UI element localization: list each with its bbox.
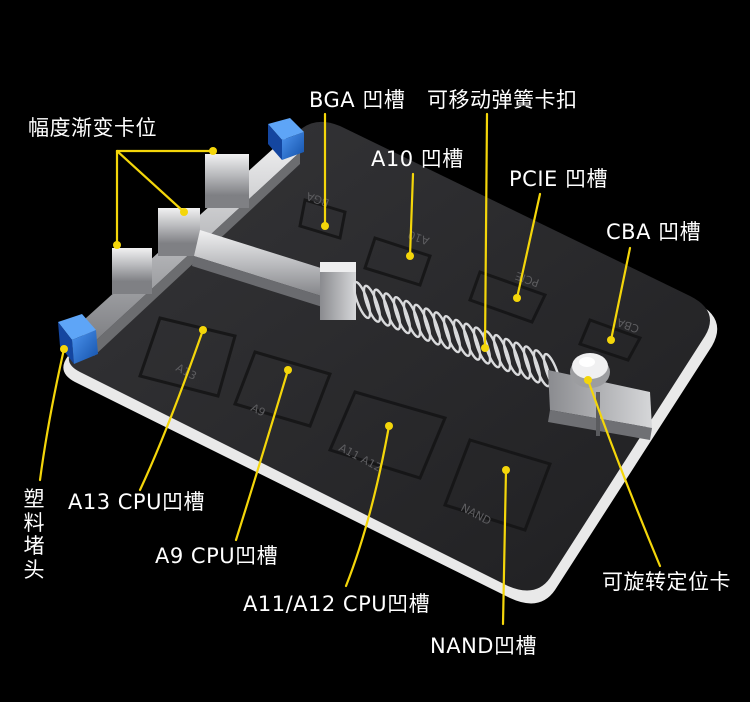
groove-cba: [577, 318, 643, 362]
rotating-lock-block: [548, 370, 652, 440]
label-plastic-cap-char: 料: [23, 510, 45, 535]
spring-coil: [432, 311, 452, 350]
label-nand-groove: NAND凹槽: [430, 634, 537, 658]
groove-a9: [233, 350, 332, 428]
plate-surface: [68, 121, 711, 591]
spring-coil: [502, 337, 522, 376]
spring-coil: [522, 345, 542, 384]
label-a10-groove: A10 凹槽: [371, 147, 464, 171]
callout-dot: [113, 241, 121, 249]
groove-a13: [138, 316, 237, 398]
spring-coil: [452, 318, 472, 358]
gradient-clip-blocks: [112, 154, 249, 294]
callout-dot: [584, 376, 592, 384]
label-gradient-clips: 幅度渐变卡位: [28, 116, 157, 140]
groove-a11: [327, 390, 448, 480]
groove-outlines: [138, 198, 643, 532]
spring-coil: [512, 341, 532, 380]
groove-nand: [443, 438, 552, 532]
label-plastic-cap: 塑 料 堵 头: [22, 487, 46, 582]
spring-coil: [392, 296, 412, 335]
label-a9-groove: A9 CPU凹槽: [155, 544, 279, 568]
clip-block-3: [205, 154, 249, 208]
plastic-cap-top: [268, 118, 304, 160]
rotating-knob: [570, 353, 610, 388]
groove-bga: [298, 198, 347, 240]
callout-dot: [209, 147, 217, 155]
callout-dot: [385, 422, 393, 430]
callout-dot: [199, 326, 207, 334]
sliding-arm: [192, 230, 356, 320]
spring-coil: [362, 284, 382, 323]
label-a11-a12-groove: A11/A12 CPU凹槽: [243, 592, 431, 616]
label-plastic-cap-char: 塑: [23, 487, 45, 511]
spring-coil: [382, 292, 402, 331]
callout-lines: [38, 112, 662, 626]
label-plastic-cap-char: 堵: [23, 534, 45, 559]
callout-dot: [284, 366, 292, 374]
groove-pcie: [468, 270, 548, 324]
spring-coil: [422, 307, 442, 346]
label-rotating-lock: 可旋转定位卡: [602, 570, 731, 594]
label-a13-groove: A13 CPU凹槽: [68, 490, 205, 514]
label-pcie-groove: PCIE 凹槽: [509, 167, 608, 191]
spring-coil: [462, 322, 482, 361]
callout-dot: [321, 222, 329, 230]
spring-coil: [402, 299, 422, 339]
spring-coil: [442, 314, 462, 354]
engraved-a9: A9: [249, 401, 268, 419]
label-plastic-cap-char: 头: [23, 557, 45, 582]
callout-dot: [481, 344, 489, 352]
callout-dot: [502, 466, 510, 474]
groove-a10: [363, 236, 432, 287]
callout-dot: [406, 252, 414, 260]
plastic-cap-bottom: [58, 314, 98, 364]
callout-dot: [513, 294, 521, 302]
spring-coil: [352, 280, 372, 320]
spring-coil: [472, 326, 492, 365]
spring-coil: [412, 303, 432, 342]
spring-coil: [492, 333, 512, 373]
spring-coil: [532, 349, 552, 388]
callout-dot: [60, 345, 68, 353]
callout-dots: [60, 147, 615, 474]
label-spring-clip: 可移动弹簧卡扣: [427, 88, 578, 112]
callout-dot: [607, 336, 615, 344]
label-bga-groove: BGA 凹槽: [309, 88, 406, 112]
callout-dot: [180, 208, 188, 216]
clip-block-2: [158, 208, 200, 256]
label-cba-groove: CBA 凹槽: [606, 220, 702, 244]
clip-block-1: [112, 248, 152, 294]
spring-coil: [372, 288, 392, 327]
